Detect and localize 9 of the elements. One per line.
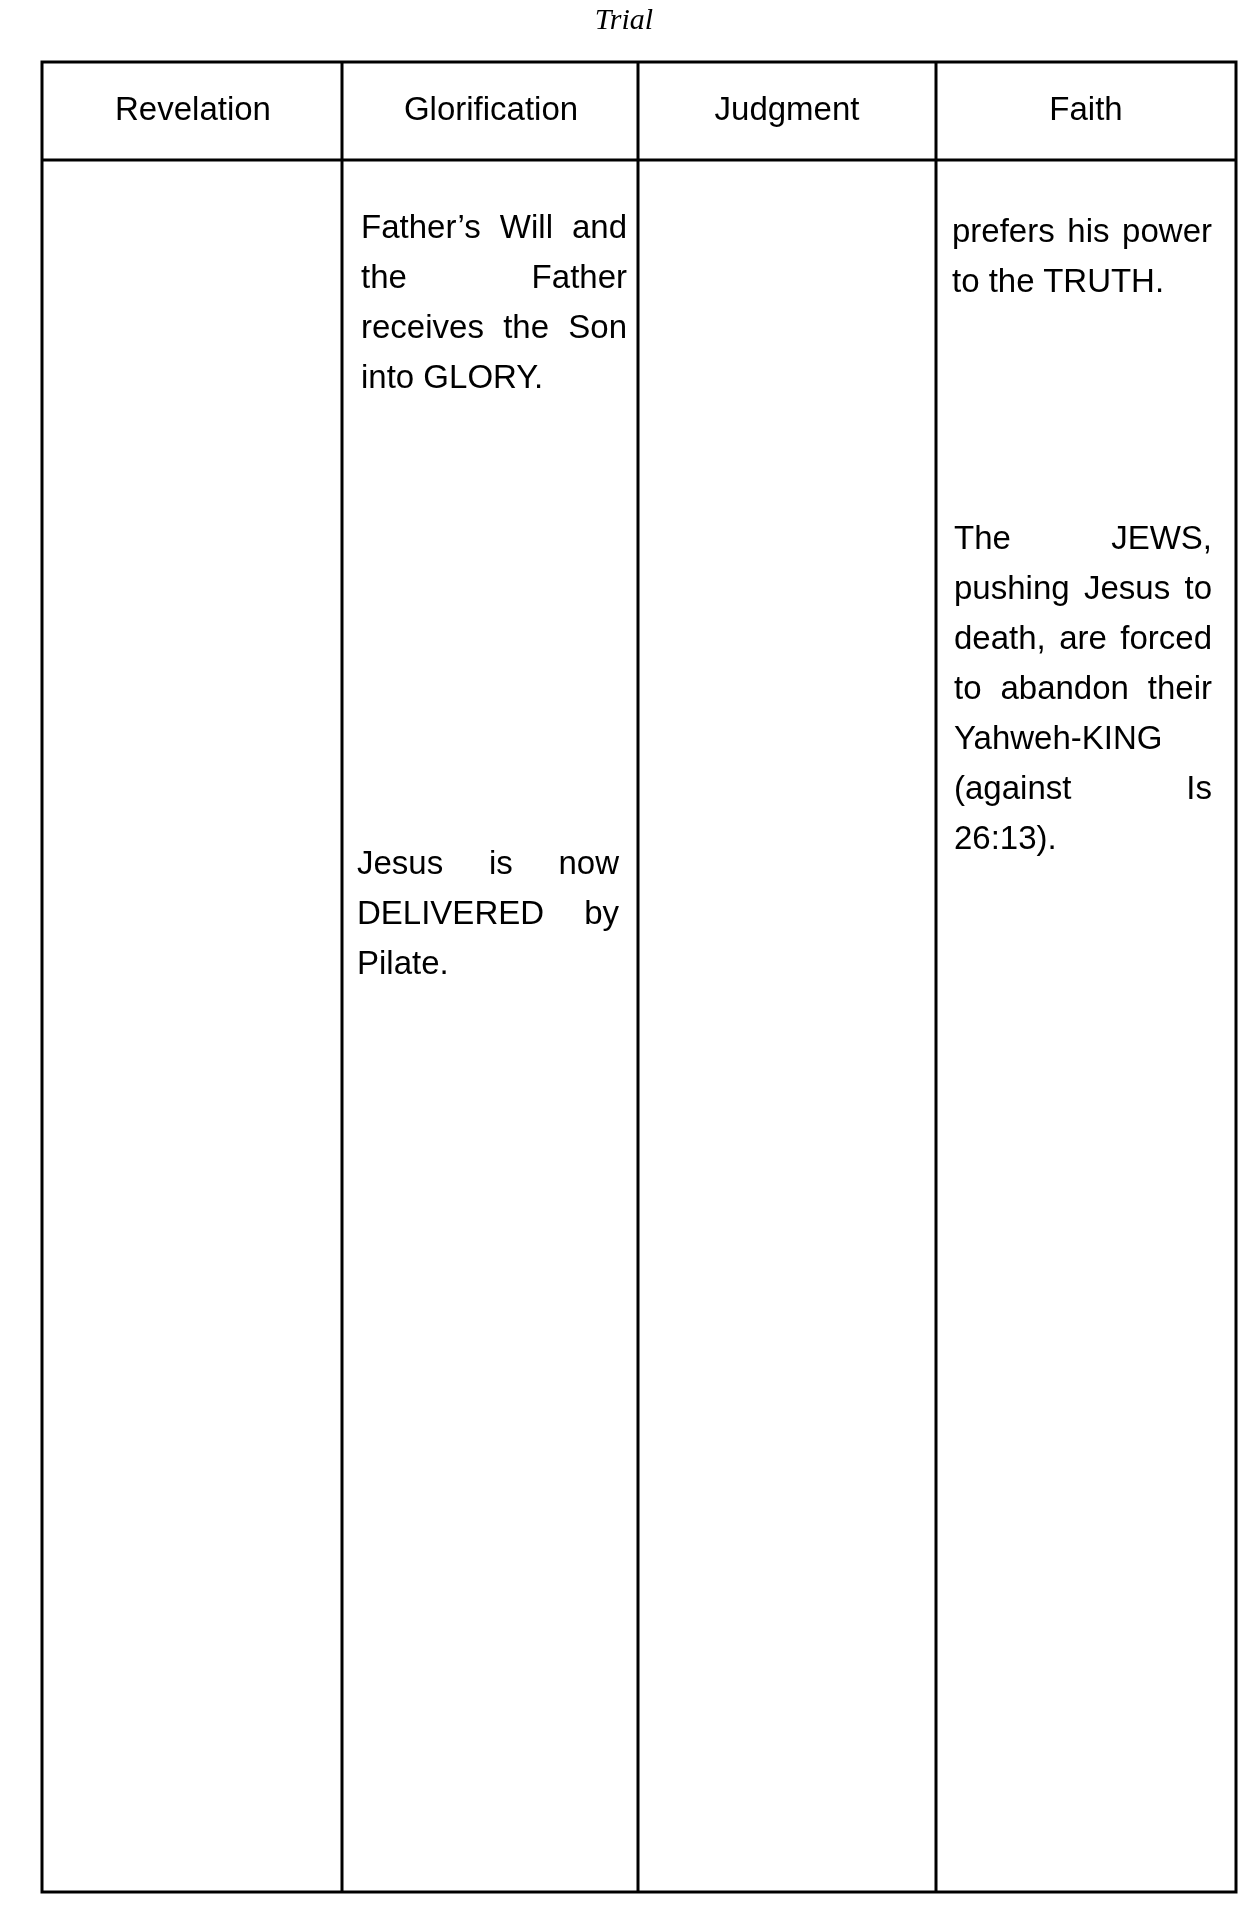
cell-text: prefers his power to the TRUTH.: [952, 211, 1212, 301]
column-header: Glorification: [402, 89, 580, 129]
cell-text: The JEWS, pushing Jesus to death, are forced to abandon their Yahweh-KING (against Is 26:13).: [954, 518, 1212, 858]
cell-text: Father’s Will and the Father receives the Son into GLORY.: [361, 207, 627, 397]
column-header: Faith: [1048, 89, 1124, 129]
cell-text: Jesus is now DELIVERED by Pilate.: [357, 843, 619, 983]
column-header: Revelation: [114, 89, 272, 129]
column-header: Judgment: [713, 89, 861, 129]
table-title: Trial: [593, 2, 655, 36]
